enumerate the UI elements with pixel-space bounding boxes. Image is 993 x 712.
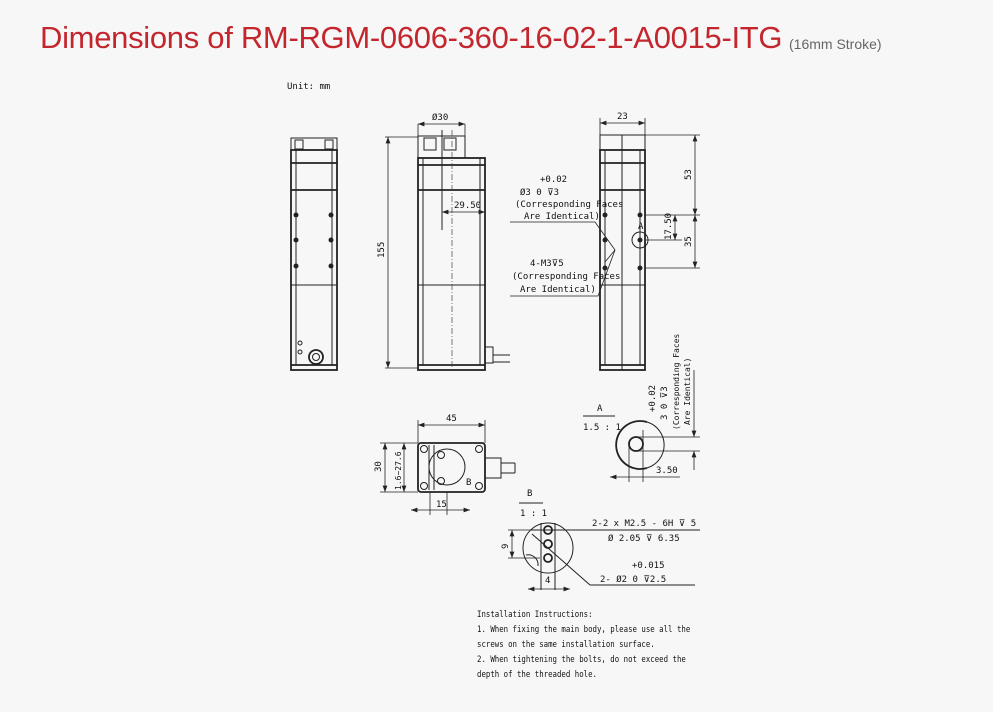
installation-instructions: Installation Instructions: 1. When fixin…: [477, 608, 690, 683]
detail-b: B 1 : 1 9 4 2-2 x M2.5 - 6H ⊽ 5 Ø 2.05 ⊽…: [501, 489, 700, 592]
page-subtitle: (16mm Stroke): [789, 36, 882, 52]
unit-label: Unit: mm: [287, 82, 330, 92]
instruction-line: screws on the same installation surface.: [477, 640, 655, 650]
m3-thread-spec: 4-M3⊽5: [530, 259, 564, 269]
instruction-line: depth of the threaded hole.: [477, 670, 597, 680]
page-title: Dimensions of RM-RGM-0606-360-16-02-1-A0…: [40, 20, 783, 55]
dim-diameter-30: Ø30: [432, 112, 448, 123]
m25-thread-spec: 2-2 x M2.5 - 6H ⊽ 5: [592, 519, 696, 529]
pin-hole-spec: Ø3 0 ⊽3: [520, 187, 559, 198]
detail-b-label: B: [527, 489, 532, 499]
dim-width-23: 23: [617, 112, 628, 122]
identical-note-2: Are Identical): [520, 285, 596, 295]
detail-b-tolerance: +0.015: [632, 561, 665, 571]
dim-15: 15: [436, 500, 447, 510]
drill-205-spec: Ø 2.05 ⊽ 6.35: [608, 533, 680, 544]
detail-a-hole-spec: 3 0 ⊽3: [660, 386, 670, 420]
detail-a-label: A: [597, 404, 603, 414]
side-view-right: A 23 53 35 17.50: [510, 112, 700, 371]
dim-range: 1.6~27.6: [394, 451, 403, 490]
instructions-heading: Installation Instructions:: [477, 610, 593, 620]
detail-a-tolerance: +0.02: [648, 385, 658, 412]
detail-a-marker: A: [638, 222, 644, 232]
dim-4: 4: [545, 576, 550, 586]
dim-29-50: 29.50: [454, 201, 481, 211]
dim-length-155: 155: [377, 242, 387, 258]
corresponding-note-1: (Corresponding Faces: [515, 200, 623, 210]
dim-45: 45: [446, 414, 457, 424]
front-view: Ø30 155 29.50: [377, 112, 510, 371]
instruction-line: 1. When fixing the main body, please use…: [477, 625, 691, 635]
detail-b-scale: 1 : 1: [520, 509, 547, 519]
dim-30: 30: [374, 461, 384, 472]
instruction-line: 2. When tightening the bolts, do not exc…: [477, 655, 686, 665]
pin-tolerance: +0.02: [540, 175, 567, 185]
dim-35: 35: [684, 236, 694, 247]
detail-a: A 1.5 : 1 3.50 +0.02 3 0 ⊽3 (Correspondi…: [583, 333, 700, 482]
detail-b-marker: B: [466, 478, 471, 488]
identical-note-1: Are Identical): [524, 212, 600, 222]
corresponding-note-2: (Corresponding Faces: [512, 272, 620, 282]
bottom-view: B 45 30 1.6~27.6 15: [374, 414, 516, 515]
dim-17-50: 17.50: [664, 213, 674, 240]
dim-53: 53: [684, 169, 694, 180]
dim-3-50: 3.50: [656, 466, 678, 476]
detail-a-corresponding: (Corresponding Faces: [672, 333, 681, 430]
detail-b-hole-spec: 2- Ø2 0 ⊽2.5: [600, 574, 666, 585]
hole-callouts: +0.02 Ø3 0 ⊽3 (Corresponding Faces Are I…: [512, 175, 623, 295]
detail-a-identical: Are Identical): [683, 358, 692, 425]
dim-9: 9: [501, 544, 511, 549]
detail-a-scale: 1.5 : 1: [583, 423, 621, 433]
side-view-left: [290, 137, 338, 371]
